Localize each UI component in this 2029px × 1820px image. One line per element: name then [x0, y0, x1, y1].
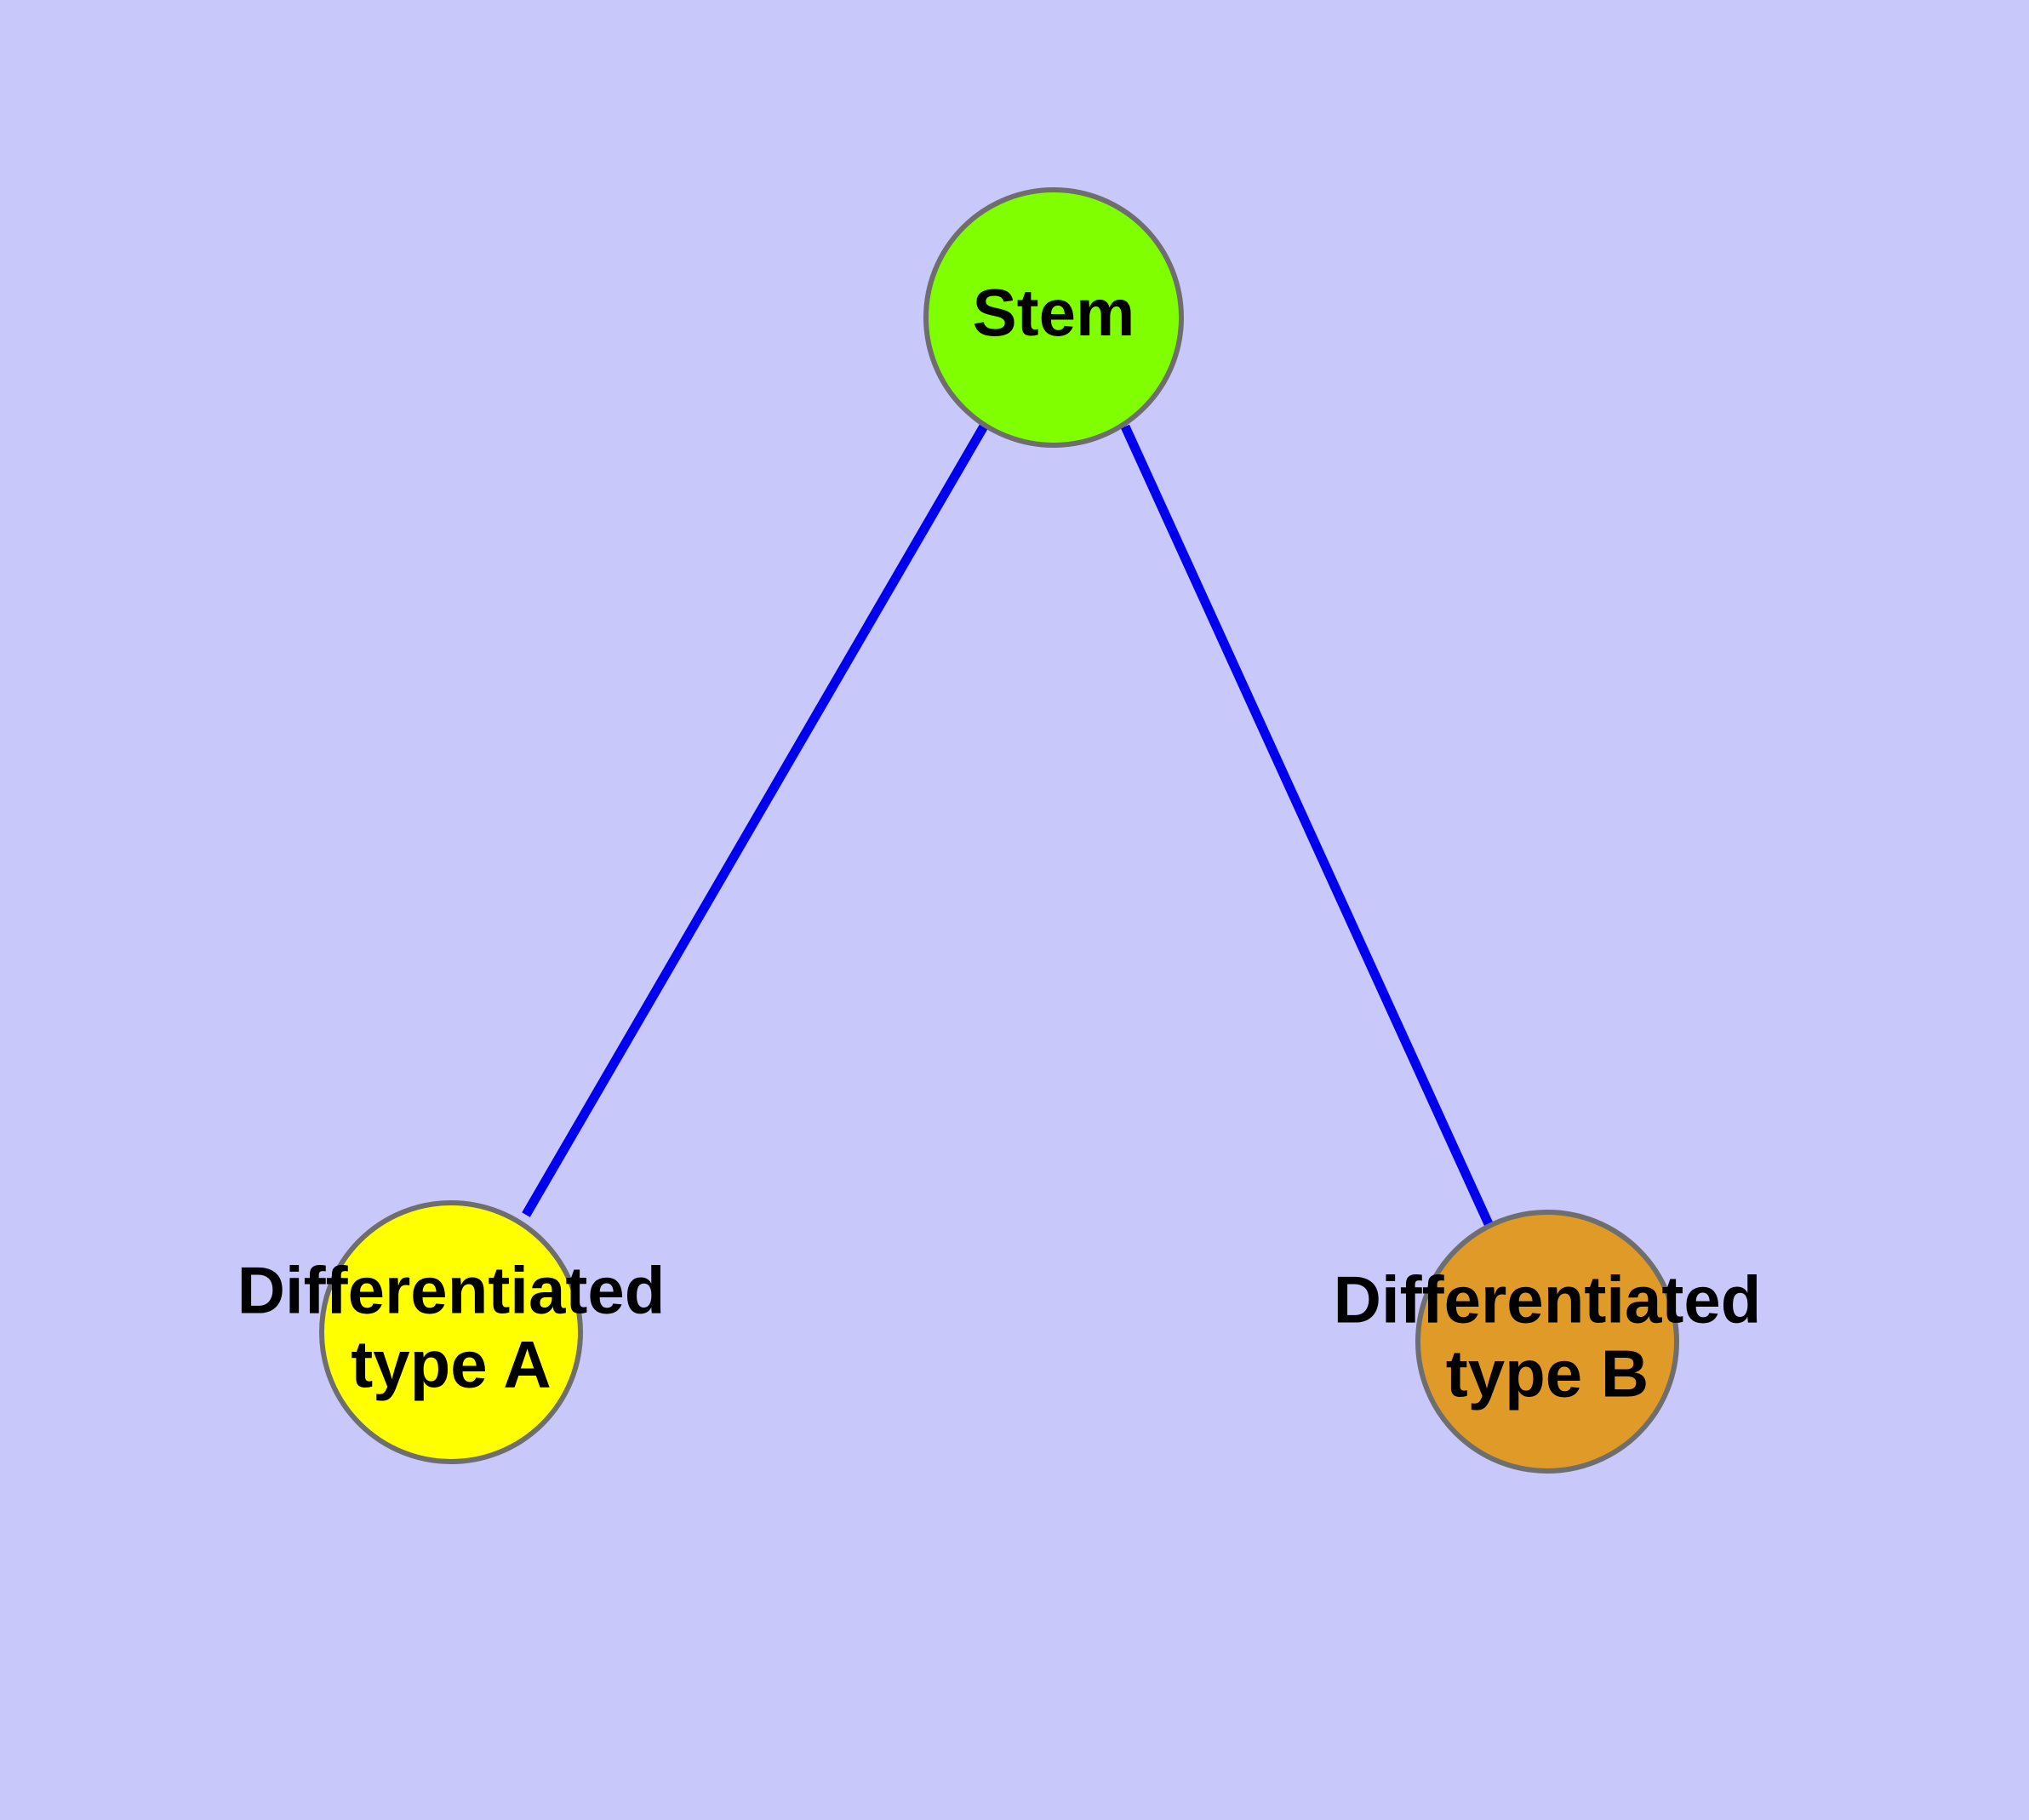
node-label-line: Stem — [973, 275, 1135, 350]
node-label-line: type B — [1446, 1336, 1649, 1411]
node-label-stem: Stem — [973, 275, 1135, 350]
node-circle-diff-a[interactable] — [319, 1200, 583, 1464]
node-stem[interactable]: Stem — [923, 187, 1184, 448]
edge-stem-to-diff-b[interactable] — [1120, 424, 1495, 1228]
node-circle-diff-b[interactable] — [1415, 1210, 1679, 1474]
edge-stem-to-diff-a[interactable] — [522, 422, 989, 1217]
edges-layer — [522, 422, 1495, 1228]
node-circle-stem[interactable] — [923, 187, 1184, 448]
node-label-line: Differentiated — [1334, 1262, 1762, 1336]
node-label-line: type A — [351, 1326, 552, 1401]
node-label-line: Differentiated — [237, 1252, 666, 1327]
